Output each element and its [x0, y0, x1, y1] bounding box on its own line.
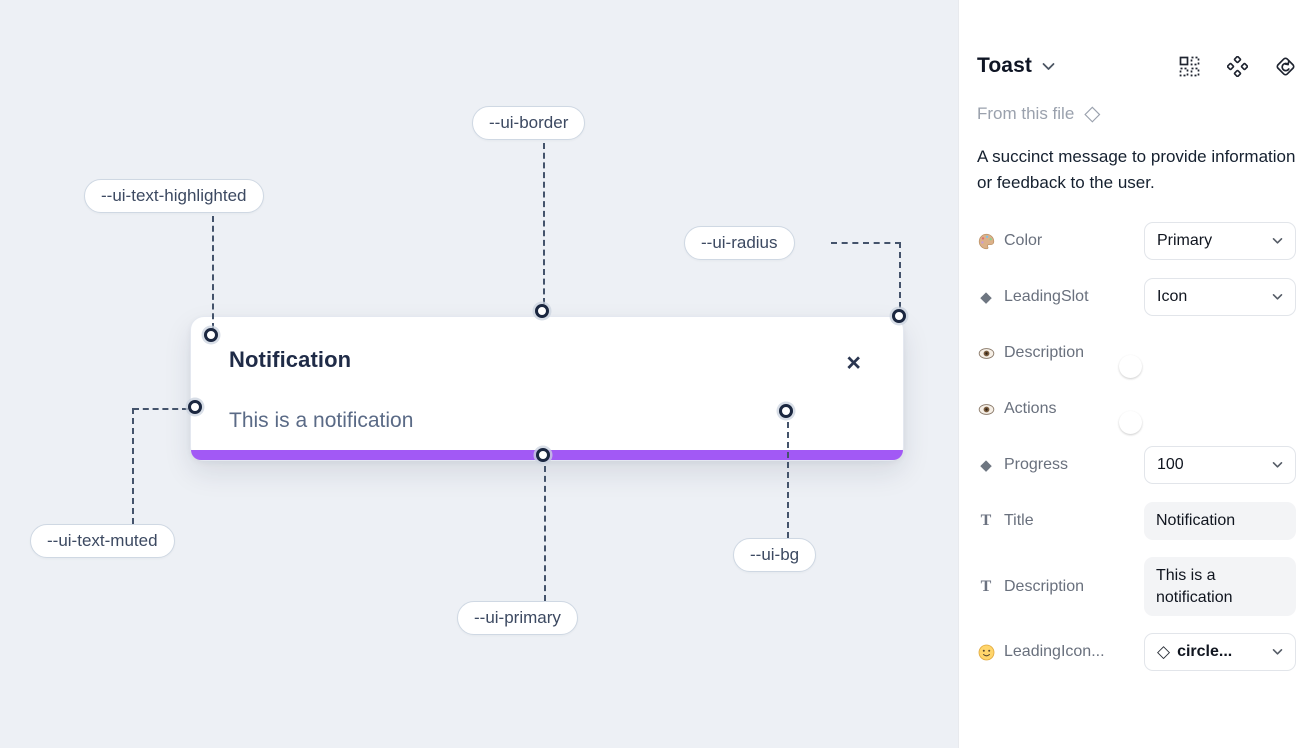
- toast-description: This is a notification: [229, 409, 414, 432]
- property-label: Description: [977, 344, 1084, 362]
- property-label: ◆ Progress: [977, 456, 1068, 474]
- diamond-icon: ◆: [980, 457, 992, 474]
- select-value: Primary: [1157, 232, 1213, 249]
- anchor-dot-text-highlighted: [204, 328, 218, 342]
- title-text-field[interactable]: Notification: [1144, 502, 1296, 540]
- connector-primary: [544, 466, 546, 601]
- annotation-ui-text-muted: --ui-text-muted: [30, 524, 175, 558]
- property-control: This is a notification: [1144, 557, 1296, 617]
- chevron-down-icon: [1272, 293, 1283, 301]
- toggle-knob: [1119, 355, 1142, 378]
- color-select[interactable]: Primary: [1144, 222, 1296, 260]
- property-control: ◇ circle...: [1144, 633, 1296, 672]
- chevron-down-icon: [1272, 648, 1283, 656]
- property-label: T Description: [977, 578, 1084, 596]
- diamond-icon: ◇: [1084, 102, 1101, 125]
- leadingslot-select[interactable]: Icon: [1144, 278, 1296, 316]
- property-list: Color Primary ◆ LeadingSlot: [977, 221, 1296, 672]
- property-label: Actions: [977, 400, 1056, 418]
- connector-radius-horizontal: [831, 242, 901, 244]
- select-value: 100: [1157, 456, 1184, 473]
- panel-header: Toast: [977, 54, 1296, 78]
- property-row-leadingslot: ◆ LeadingSlot Icon: [977, 277, 1296, 317]
- property-label: Color: [977, 232, 1042, 250]
- component-icon[interactable]: [1227, 55, 1248, 77]
- property-name: LeadingSlot: [1004, 288, 1089, 305]
- property-row-leadingicon: LeadingIcon... ◇ circle...: [977, 632, 1296, 672]
- description-text-field[interactable]: This is a notification: [1144, 557, 1296, 617]
- property-label: LeadingIcon...: [977, 643, 1105, 661]
- property-control: 100: [1144, 446, 1296, 484]
- anchor-dot-text-muted: [188, 400, 202, 414]
- close-icon[interactable]: ×: [846, 349, 861, 377]
- eye-icon: [977, 344, 995, 362]
- leadingicon-select[interactable]: ◇ circle...: [1144, 633, 1296, 672]
- connector-bg: [787, 422, 789, 538]
- annotation-ui-bg: --ui-bg: [733, 538, 817, 572]
- annotation-ui-border: --ui-border: [472, 106, 586, 140]
- connector-radius-vertical: [899, 242, 901, 308]
- property-name: Title: [1004, 512, 1034, 529]
- progress-select[interactable]: 100: [1144, 446, 1296, 484]
- property-row-description-toggle: Description: [977, 333, 1296, 378]
- property-row-description-text: T Description This is a notification: [977, 557, 1296, 617]
- toast-component[interactable]: Notification This is a notification ×: [190, 316, 904, 461]
- property-label: ◆ LeadingSlot: [977, 288, 1089, 306]
- property-name: Progress: [1004, 456, 1069, 473]
- source-label: From this file: [977, 103, 1075, 123]
- inspector-panel: Toast: [958, 0, 1312, 748]
- detach-instance-icon[interactable]: [1275, 56, 1296, 77]
- property-name: LeadingIcon...: [1004, 643, 1105, 661]
- diamond-icon: ◆: [980, 289, 992, 306]
- connector-text-muted-vertical: [132, 408, 134, 524]
- property-row-color: Color Primary: [977, 221, 1296, 261]
- eye-icon: [977, 400, 995, 418]
- property-control: Notification: [1144, 502, 1296, 540]
- anchor-dot-bg: [779, 404, 793, 418]
- property-row-title: T Title Notification: [977, 501, 1296, 541]
- property-name: Description: [1004, 344, 1085, 361]
- instance-grid-icon[interactable]: [1179, 56, 1200, 77]
- chevron-down-icon: [1272, 461, 1283, 469]
- select-value: Icon: [1157, 288, 1188, 305]
- anchor-dot-primary: [536, 448, 550, 462]
- text-icon: T: [980, 512, 992, 529]
- annotation-ui-text-highlighted: --ui-text-highlighted: [84, 179, 264, 213]
- annotation-ui-primary: --ui-primary: [457, 601, 578, 635]
- anchor-dot-radius: [892, 309, 906, 323]
- smiley-icon: [977, 643, 995, 661]
- component-description: A succinct message to provide informatio…: [977, 147, 1296, 192]
- chevron-down-icon: [1272, 237, 1283, 245]
- source-row: From this file ◇: [977, 103, 1296, 124]
- select-value: circle...: [1177, 643, 1233, 661]
- annotation-ui-radius: --ui-radius: [684, 226, 795, 260]
- diamond-icon: ◇: [1157, 642, 1171, 662]
- property-row-actions-toggle: Actions: [977, 389, 1296, 434]
- connector-border: [543, 143, 545, 304]
- toast-title: Notification: [229, 347, 352, 372]
- property-name: Actions: [1004, 400, 1057, 417]
- design-canvas[interactable]: --ui-border --ui-text-highlighted --ui-r…: [0, 0, 958, 748]
- component-title: Toast: [977, 54, 1032, 77]
- connector-text-muted-horizontal: [133, 408, 188, 410]
- connector-text-highlighted: [212, 216, 214, 329]
- chevron-down-icon[interactable]: [1042, 62, 1055, 71]
- header-icon-group: [1179, 55, 1296, 77]
- property-row-progress: ◆ Progress 100: [977, 445, 1296, 485]
- anchor-dot-border: [535, 304, 549, 318]
- property-label: T Title: [977, 512, 1034, 530]
- toggle-knob: [1119, 411, 1142, 434]
- property-control: Icon: [1144, 278, 1296, 316]
- palette-icon: [977, 232, 995, 250]
- text-icon: T: [980, 577, 992, 595]
- property-control: Primary: [1144, 222, 1296, 260]
- property-name: Color: [1004, 232, 1043, 249]
- property-name: Description: [1004, 577, 1085, 595]
